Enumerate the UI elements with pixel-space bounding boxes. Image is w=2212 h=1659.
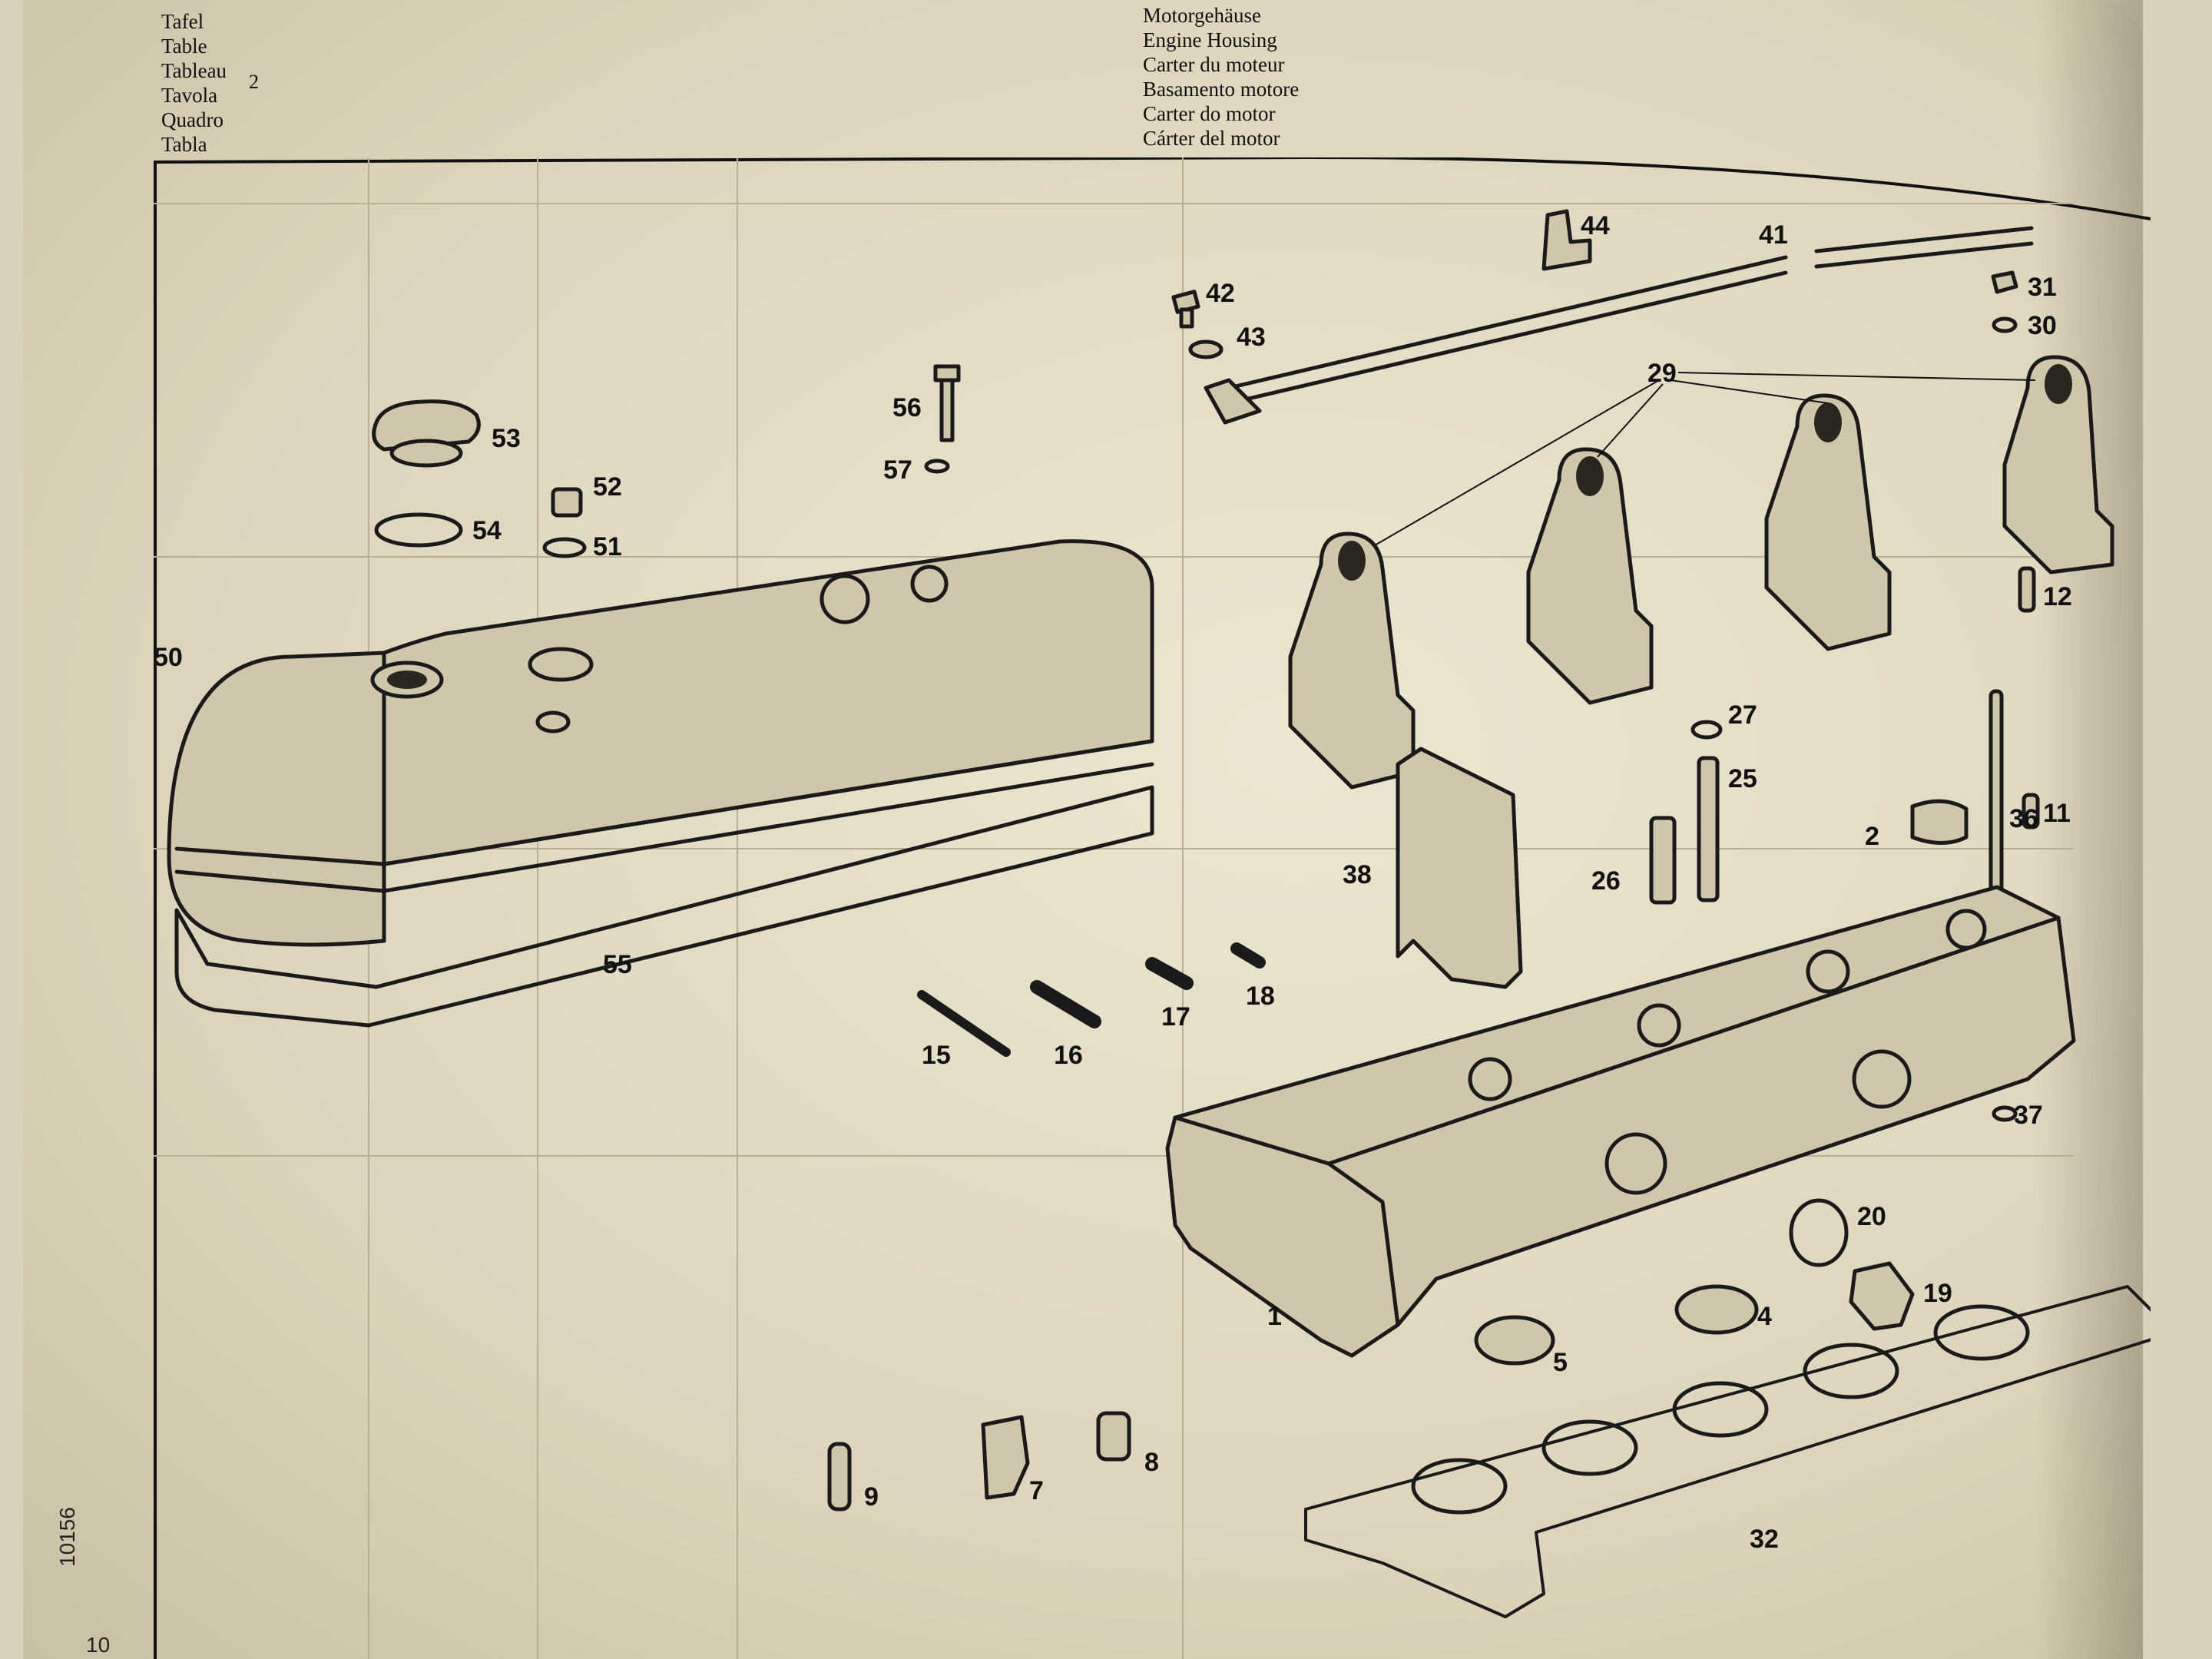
part-label: 15 (922, 1041, 951, 1070)
part-label: 54 (472, 516, 502, 545)
part-label: 17 (1161, 1002, 1190, 1031)
part-label: 19 (1923, 1279, 1952, 1308)
pipe-washer (1188, 339, 1224, 359)
section-title: Carter do motor (1143, 102, 1276, 125)
oil-pipe (1204, 226, 2034, 425)
part-label: 16 (1054, 1041, 1083, 1070)
table-label: Tableau (161, 59, 227, 82)
bearing-bracket (1396, 747, 1523, 989)
part-label: 41 (1759, 220, 1788, 250)
part-label: 56 (892, 393, 922, 422)
part-label: 11 (2043, 799, 2071, 828)
part-label: 37 (2014, 1101, 2043, 1130)
part-label: 38 (1343, 860, 1372, 889)
pin-9 (827, 1442, 852, 1512)
part-label: 52 (593, 472, 622, 502)
screw-plug-2 (1910, 799, 1969, 845)
part-label: 30 (2028, 311, 2057, 340)
nut (1991, 270, 2018, 294)
table-label: Tabla (161, 133, 207, 156)
part-label: 43 (1237, 323, 1266, 352)
part-label: 18 (1246, 982, 1275, 1011)
table-label: Tafel (161, 10, 204, 33)
valve-cover (167, 539, 1154, 947)
part-label: 25 (1728, 764, 1757, 793)
washer-small (1992, 316, 2018, 333)
dowel-pin (2022, 793, 2040, 830)
valve-guide-intake (1649, 816, 1677, 905)
part-label: 29 (1647, 359, 1677, 388)
exploded-view-diagram: 1 2 4 5 7 8 9 11 12 15 16 17 18 19 20 25… (154, 157, 2151, 1659)
bolt (933, 364, 961, 442)
part-label: 44 (1581, 211, 1610, 240)
table-label: Tavola (161, 84, 218, 107)
part-label: 1 (1267, 1302, 1282, 1331)
part-label: 5 (1553, 1348, 1568, 1377)
cylinder-head (1165, 885, 2076, 1358)
bearing-shell-4 (1674, 1284, 1759, 1335)
part-label: 51 (593, 532, 622, 561)
part-label: 27 (1728, 700, 1757, 730)
part-labels: 1 2 4 5 7 8 9 11 12 15 16 17 18 19 20 25… (154, 211, 2072, 1554)
table-label-list: Tafel Table Tableau Tavola Quadro Tabla (161, 9, 227, 157)
table-number: 2 (249, 71, 259, 93)
section-title: Basamento motore (1143, 78, 1300, 101)
part-label: 8 (1144, 1448, 1159, 1477)
screw-plug-19 (1849, 1261, 1915, 1331)
bearing-cap-7 (981, 1415, 1030, 1500)
retaining-ring (1690, 720, 1723, 740)
head-gasket (1304, 1285, 2151, 1618)
valve-guide-exhaust (1697, 756, 1720, 902)
part-label: 36 (2009, 804, 2038, 833)
part-label: 42 (1206, 279, 1235, 308)
part-label: 53 (492, 424, 521, 453)
part-label: 9 (864, 1482, 879, 1512)
diagram-frame: 1 2 4 5 7 8 9 11 12 15 16 17 18 19 20 25… (154, 157, 2151, 1659)
part-label: 55 (603, 950, 632, 979)
section-title: Carter du moteur (1143, 53, 1285, 76)
studs (917, 942, 1266, 1057)
part-label: 57 (883, 455, 912, 485)
part-label: 50 (154, 643, 183, 672)
frame-border (154, 157, 2151, 1659)
oil-filler-cap (372, 399, 481, 468)
leader-lines (1374, 372, 2036, 546)
section-title: Engine Housing (1143, 28, 1277, 51)
part-label: 4 (1757, 1302, 1772, 1331)
sealing-ring-20 (1789, 1198, 1849, 1267)
table-label: Quadro (161, 108, 224, 131)
section-title-list: Motorgehäuse Engine Housing Carter du mo… (1143, 3, 1299, 151)
washer (924, 459, 950, 474)
part-label: 7 (1029, 1476, 1044, 1505)
dowel-sleeve (2018, 566, 2036, 613)
part-label: 2 (1865, 822, 1879, 851)
screw-plug (551, 487, 583, 518)
part-label: 12 (2043, 582, 2072, 611)
seal-ring (542, 537, 587, 558)
pipe-bolt (1171, 290, 1200, 329)
part-label: 31 (2028, 273, 2057, 302)
pipe-clip (1541, 209, 1592, 271)
document-number: 10156 (55, 1507, 79, 1567)
filler-cap-seal (374, 512, 463, 548)
camshaft-bearings (1288, 355, 2114, 790)
stud-washer (1992, 1105, 2018, 1122)
valve-cover-gasket (174, 785, 1154, 1028)
part-label: 32 (1750, 1525, 1779, 1554)
page-number: 10 (86, 1633, 111, 1657)
part-label: 20 (1857, 1202, 1886, 1231)
section-title: Motorgehäuse (1143, 4, 1261, 27)
part-label: 26 (1591, 866, 1621, 896)
bushing-8 (1096, 1411, 1131, 1462)
section-title: Cárter del motor (1143, 127, 1280, 150)
spine-shadow (2035, 0, 2143, 1659)
table-label: Table (161, 35, 207, 58)
bearing-shell-5 (1474, 1315, 1555, 1366)
